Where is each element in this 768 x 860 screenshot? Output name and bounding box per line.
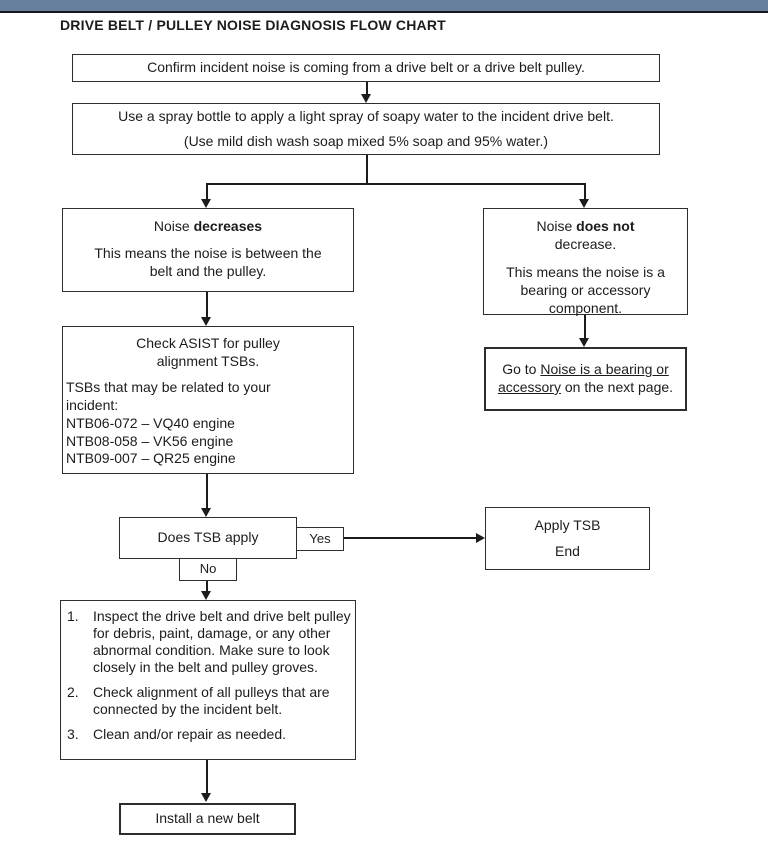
install-belt-text: Install a new belt: [155, 810, 260, 827]
step-number: 2.: [67, 684, 79, 700]
node-check-asist-body: TSBs that may be related to your inciden…: [63, 379, 311, 469]
node-noise-decreases: Noise decreases This means the noise is …: [62, 208, 354, 292]
step-number: 1.: [67, 608, 79, 624]
apply-tsb-line1: Apply TSB: [534, 516, 601, 533]
asist-tsb-line: NTB06-072 – VQ40 engine: [66, 414, 235, 431]
connector-yes-applytsb: [344, 537, 477, 539]
arrow-down-icon: [201, 508, 211, 517]
asist-tsb-line: NTB09-007 – QR25 engine: [66, 450, 236, 467]
connector-asist-doestsb: [206, 474, 208, 509]
node-confirm-noise: Confirm incident noise is coming from a …: [72, 54, 660, 82]
connector-branch-right: [584, 183, 586, 200]
node-inspect-steps: 1. Inspect the drive belt and drive belt…: [60, 600, 356, 760]
arrow-down-icon: [201, 199, 211, 208]
node-noise-not-body: This means the noise is a bearing or acc…: [506, 263, 665, 316]
node-check-asist: Check ASIST for pulley alignment TSBs. T…: [62, 326, 354, 474]
arrow-down-icon: [579, 199, 589, 208]
connector-decreases-asist: [206, 292, 208, 318]
step-number: 3.: [67, 726, 79, 742]
step-text: Clean and/or repair as needed.: [93, 726, 287, 742]
yes-label-text: Yes: [309, 530, 331, 546]
node-noise-decreases-title: Noise decreases: [63, 218, 353, 236]
connector-confirm-spray: [366, 82, 368, 95]
list-item: 1. Inspect the drive belt and drive belt…: [67, 608, 352, 676]
node-spray-line1: Use a spray bottle to apply a light spra…: [118, 107, 614, 124]
connector-no-inspect: [206, 581, 208, 592]
inspect-steps-list: 1. Inspect the drive belt and drive belt…: [67, 608, 352, 743]
noise-decreases-title-bold: decreases: [193, 218, 263, 234]
noise-not-title-line2: decrease.: [554, 235, 617, 252]
connector-inspect-install: [206, 760, 208, 794]
top-accent-bar: [0, 0, 768, 11]
connector-branch-horizontal: [206, 183, 586, 185]
asist-tsb-line: NTB08-058 – VK56 engine: [66, 432, 234, 449]
node-noise-not-title: Noise does not decrease.: [492, 218, 679, 254]
label-no: No: [179, 558, 237, 581]
node-noise-decreases-body: This means the noise is between the belt…: [94, 244, 322, 279]
label-yes: Yes: [296, 527, 344, 551]
node-check-asist-heading: Check ASIST for pulley alignment TSBs.: [136, 335, 280, 369]
connector-not-goto: [584, 315, 586, 339]
arrow-down-icon: [201, 591, 211, 600]
node-spray-soapy-water: Use a spray bottle to apply a light spra…: [72, 103, 660, 155]
goto-bearing-link[interactable]: Noise is a bearing or accessory: [497, 361, 669, 395]
arrow-down-icon: [579, 338, 589, 347]
goto-bearing-text: Go to Noise is a bearing or accessory on…: [495, 361, 676, 397]
page-title: DRIVE BELT / PULLEY NOISE DIAGNOSIS FLOW…: [60, 17, 446, 33]
does-tsb-apply-text: Does TSB apply: [157, 529, 259, 546]
connector-branch-left: [206, 183, 208, 200]
asist-intro: TSBs that may be related to your inciden…: [66, 378, 271, 413]
connector-spray-branch: [366, 155, 368, 185]
goto-prefix: Go to: [502, 361, 541, 378]
top-rule: [0, 11, 768, 13]
list-item: 3. Clean and/or repair as needed.: [67, 726, 352, 743]
noise-not-title-bold: does not: [576, 218, 635, 234]
noise-not-title-normal: Noise: [536, 218, 577, 234]
apply-tsb-line2: End: [555, 542, 580, 559]
node-apply-tsb-end: Apply TSB End: [485, 507, 650, 570]
node-confirm-noise-text: Confirm incident noise is coming from a …: [147, 59, 585, 76]
noise-decreases-title-normal: Noise: [153, 218, 194, 234]
node-goto-bearing-page: Go to Noise is a bearing or accessory on…: [484, 347, 687, 411]
node-noise-does-not-decrease: Noise does not decrease. This means the …: [483, 208, 688, 316]
goto-suffix: on the next page.: [560, 379, 674, 395]
list-item: 2. Check alignment of all pulleys that a…: [67, 684, 352, 718]
arrow-down-icon: [361, 94, 371, 103]
step-text: Check alignment of all pulleys that are …: [93, 684, 330, 717]
node-spray-line2: (Use mild dish wash soap mixed 5% soap a…: [183, 132, 549, 149]
node-install-new-belt: Install a new belt: [119, 803, 296, 835]
arrow-down-icon: [201, 317, 211, 326]
step-text: Inspect the drive belt and drive belt pu…: [93, 608, 351, 675]
no-label-text: No: [199, 561, 217, 577]
node-does-tsb-apply: Does TSB apply: [119, 517, 297, 559]
arrow-down-icon: [201, 793, 211, 802]
arrow-right-icon: [476, 533, 485, 543]
